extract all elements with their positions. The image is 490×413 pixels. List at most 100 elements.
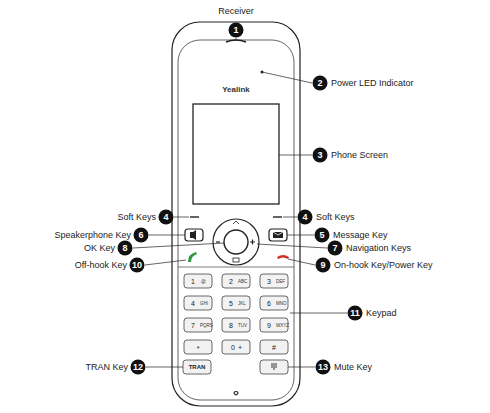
- leader-line: [288, 367, 315, 368]
- callout-number: 4: [298, 210, 313, 225]
- key-digit: 2: [229, 278, 233, 285]
- key-digit: 5: [229, 300, 233, 307]
- soft-key: [273, 216, 282, 217]
- part-label: Speakerphone Key: [54, 231, 131, 240]
- key-letters: DEF: [276, 280, 285, 285]
- key-digit: #: [272, 344, 276, 351]
- part-label: Mute Key: [334, 363, 372, 372]
- keypad-key: [260, 318, 288, 332]
- key-digit: 7: [191, 322, 195, 329]
- part-label: OK Key: [84, 244, 115, 253]
- callout-number: 1: [229, 23, 244, 38]
- keypad-key: [184, 318, 212, 332]
- callout-number: 4: [159, 210, 174, 225]
- leader-line: [146, 367, 183, 368]
- key-digit: 1: [191, 278, 195, 285]
- leader-line: [290, 313, 347, 314]
- leader-line: [236, 38, 237, 41]
- phone-screen: [193, 104, 279, 204]
- keypad-key: [260, 296, 288, 310]
- key-digit: 9: [267, 322, 271, 329]
- callout-number: 10: [130, 258, 145, 273]
- handset-body: [172, 22, 300, 406]
- leader-line: [283, 217, 297, 218]
- up-symbol: [233, 221, 239, 224]
- microphone-hole: [234, 392, 238, 395]
- part-label: Power LED Indicator: [331, 79, 414, 88]
- key-digit: 4: [191, 300, 195, 307]
- part-label: TRAN Key: [85, 363, 128, 372]
- key-digit: 8: [229, 322, 233, 329]
- key-letters: JKL: [238, 302, 246, 307]
- keypad-key: [184, 274, 212, 288]
- key-separator: [178, 267, 294, 268]
- key-label: TRAN: [189, 364, 206, 370]
- leader-line: [133, 243, 224, 248]
- key-letters: GHI: [200, 302, 208, 307]
- keypad-key: [222, 318, 250, 332]
- tran-key: [183, 360, 211, 374]
- keypad-key: [260, 274, 288, 288]
- mute-icon: [272, 363, 276, 370]
- callout-number: 7: [328, 241, 343, 256]
- callout-number: 6: [134, 228, 149, 243]
- key-letters: PQRS: [200, 324, 213, 329]
- key-digit: +: [238, 344, 242, 351]
- keypad-key: [222, 340, 250, 354]
- keypad-key: [260, 340, 288, 354]
- navigation-ring: [213, 219, 259, 265]
- keypad-key: [222, 296, 250, 310]
- leader-line: [288, 259, 315, 265]
- handset-face: [178, 40, 294, 400]
- callout-number: 13: [316, 360, 331, 375]
- keypad-key: [184, 340, 212, 354]
- minus-symbol: [216, 241, 220, 242]
- power-led: [261, 71, 264, 74]
- leader-line: [145, 260, 186, 265]
- key-letters: MNO: [276, 302, 287, 307]
- soft-key: [190, 216, 199, 217]
- on-hook-icon: [277, 255, 289, 259]
- part-label: On-hook Key/Power Key: [334, 261, 433, 270]
- part-label: Receiver: [218, 7, 254, 16]
- message-key: [269, 229, 287, 241]
- callout-number: 5: [315, 228, 330, 243]
- callout-number: 9: [316, 258, 331, 273]
- leader-line: [174, 217, 189, 218]
- speaker-icon: [190, 230, 196, 240]
- part-label: Message Key: [333, 231, 388, 240]
- key-digit: 6: [267, 300, 271, 307]
- key-digit: *: [197, 345, 200, 352]
- speakerphone-key: [185, 229, 203, 241]
- envelope-icon: [273, 232, 283, 238]
- off-hook-icon: [188, 252, 197, 262]
- mute-key: [260, 360, 288, 374]
- part-label: Phone Screen: [331, 151, 388, 160]
- leader-line: [262, 72, 312, 83]
- callout-number: 8: [118, 241, 133, 256]
- key-letters: ABC: [238, 280, 247, 285]
- plus-symbol: [250, 240, 255, 245]
- leader-line: [149, 235, 185, 236]
- callout-number: 11: [348, 306, 363, 321]
- leader-line: [279, 155, 312, 156]
- keypad-key: [184, 296, 212, 310]
- part-label: Keypad: [366, 309, 397, 318]
- brand-logo: Yealink: [222, 86, 250, 94]
- keypad-key: [222, 274, 250, 288]
- part-label: Soft Keys: [117, 213, 156, 222]
- ok-key: [224, 230, 248, 254]
- part-label: Navigation Keys: [346, 244, 411, 253]
- key-letters: .@: [200, 280, 206, 285]
- book-symbol: [233, 258, 239, 262]
- leader-line: [257, 244, 327, 248]
- callout-number: 12: [131, 360, 146, 375]
- key-digit: 3: [267, 278, 271, 285]
- leader-line: [287, 235, 314, 236]
- callout-number: 2: [313, 76, 328, 91]
- part-label: Soft Keys: [316, 213, 355, 222]
- key-letters: WXYZ: [276, 324, 289, 329]
- callout-number: 3: [313, 148, 328, 163]
